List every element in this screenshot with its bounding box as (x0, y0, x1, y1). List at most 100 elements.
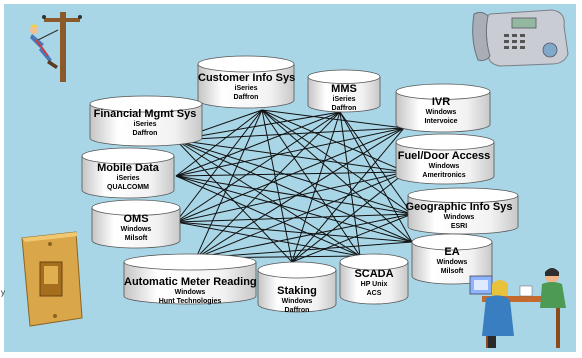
cylinder-staking (257, 261, 337, 313)
system-vendor: Milsoft (124, 235, 148, 242)
system-vendor: ESRI (450, 223, 468, 230)
system-platform: iSeries (234, 85, 258, 92)
light-switch-icon (21, 231, 83, 327)
connection-line (195, 241, 413, 259)
system-platform: HP Unix (360, 281, 388, 288)
system-platform: Windows (425, 109, 457, 116)
connection-line (175, 171, 407, 223)
connection-line (175, 175, 361, 257)
connection-line (261, 109, 407, 173)
system-mms: MMS iSeries Daffron (308, 83, 380, 113)
system-name: Financial Mgmt Sys (93, 108, 197, 120)
system-name: OMS (123, 213, 149, 225)
system-name: Automatic Meter Reading (124, 276, 257, 288)
connection-line (291, 111, 341, 263)
cylinder-scada (339, 253, 409, 305)
lineman-icon (30, 12, 82, 82)
connection-line (195, 111, 341, 259)
connection-line (175, 139, 413, 243)
system-vendor: Daffron (331, 105, 357, 112)
edge-mark-text: y (1, 288, 5, 297)
system-name: Fuel/Door Access (397, 150, 491, 162)
cylinder-mobile-data (81, 147, 175, 199)
connection-line (261, 109, 413, 243)
connection-line (291, 127, 405, 263)
system-platform: iSeries (116, 175, 140, 182)
office-workers-icon (469, 268, 566, 348)
connection-line (195, 127, 405, 259)
system-oms: OMS Windows Milsoft (92, 213, 180, 243)
cylinder-amr (123, 253, 257, 305)
connection-line (175, 127, 405, 141)
system-scada: SCADA HP Unix ACS (340, 268, 408, 298)
connection-line (175, 139, 413, 215)
connection-line (175, 127, 405, 177)
system-mobile-data: Mobile Data iSeries QUALCOMM (82, 162, 174, 192)
system-vendor: Daffron (132, 130, 158, 137)
connection-line (175, 221, 361, 257)
system-cylinders (81, 55, 519, 313)
connection-line (195, 109, 263, 259)
connection-line (339, 111, 413, 215)
system-platform: iSeries (133, 121, 157, 128)
connection-lines (175, 109, 413, 263)
system-amr: Automatic Meter Reading Windows Hunt Tec… (124, 276, 257, 306)
system-platform: Windows (120, 226, 152, 233)
connection-line (175, 139, 361, 257)
system-platform: iSeries (332, 96, 356, 103)
connection-line (175, 111, 341, 141)
system-vendor: Daffron (233, 94, 259, 101)
system-staking: Staking Windows Daffron (258, 285, 336, 315)
system-name: SCADA (354, 268, 394, 280)
connection-line (175, 109, 263, 223)
cylinder-ivr (395, 83, 491, 133)
connection-line (175, 127, 405, 223)
system-vendor: Intervoice (424, 118, 458, 125)
system-platform: Windows (174, 289, 206, 296)
connection-line (339, 111, 413, 243)
connection-line (175, 213, 413, 223)
cylinder-oms (91, 199, 181, 249)
system-vendor: Milsoft (440, 268, 464, 275)
system-platform: Windows (428, 163, 460, 170)
system-name: Staking (277, 285, 317, 297)
system-vendor: Daffron (284, 307, 310, 314)
cylinder-geographic-info (407, 187, 519, 235)
cylinder-fuel-door (395, 133, 495, 185)
system-name: Mobile Data (97, 162, 159, 174)
system-ea: EA Windows Milsoft (412, 246, 492, 276)
connection-line (175, 175, 413, 243)
system-name: MMS (331, 83, 357, 95)
system-name: Geographic Info Sys (405, 201, 513, 213)
system-ivr: IVR Windows Intervoice (394, 96, 488, 126)
connection-line (175, 175, 413, 215)
cylinder-financial-mgmt (89, 95, 203, 147)
system-name: EA (444, 246, 460, 258)
system-name: Customer Info Sys (198, 72, 296, 84)
cylinder-ea (411, 233, 493, 285)
system-customer-info: Customer Info Sys iSeries Daffron (198, 72, 296, 102)
connection-line (195, 213, 413, 259)
system-platform: Windows (436, 259, 468, 266)
system-name: IVR (431, 96, 451, 108)
connection-line (291, 213, 413, 263)
telephone-icon (472, 9, 569, 67)
system-vendor: Ameritronics (422, 172, 466, 179)
system-vendor: QUALCOMM (107, 184, 149, 191)
system-fuel-door: Fuel/Door Access Windows Ameritronics (394, 150, 494, 180)
system-vendor: Hunt Technologies (158, 298, 222, 305)
system-platform: Windows (281, 298, 313, 305)
system-vendor: ACS (366, 290, 382, 297)
connection-line (175, 111, 341, 223)
connection-line (175, 171, 407, 177)
connection-line (175, 109, 263, 177)
connection-line (175, 221, 413, 243)
cylinder-mms (307, 69, 381, 113)
connection-line (175, 139, 407, 173)
system-platform: Windows (443, 214, 475, 221)
connection-line (195, 171, 407, 259)
system-financial-mgmt: Financial Mgmt Sys iSeries Daffron (88, 108, 202, 138)
system-geographic-info: Geographic Info Sys Windows ESRI (404, 201, 514, 231)
